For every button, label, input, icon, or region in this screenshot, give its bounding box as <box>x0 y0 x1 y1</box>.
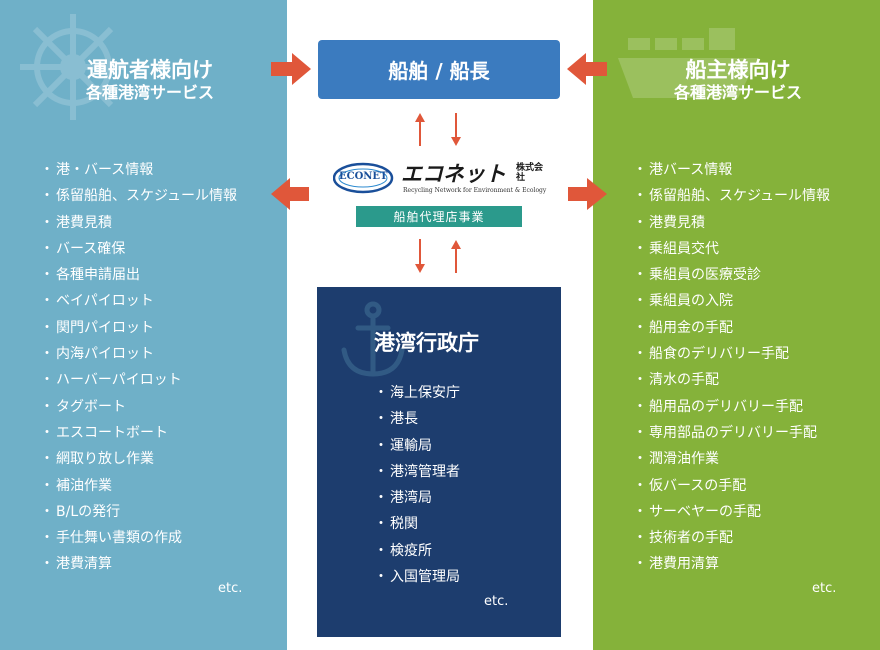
list-item: タグボート <box>40 394 237 420</box>
list-item: 船用金の手配 <box>633 315 830 341</box>
list-item: 内海パイロット <box>40 341 237 367</box>
list-item: 運輸局 <box>374 433 460 459</box>
list-item: 技術者の手配 <box>633 525 830 551</box>
arrow-left-to-ship-icon <box>567 53 607 85</box>
logo-badge-text: ECONET <box>339 171 388 182</box>
left-etc: etc. <box>218 581 243 596</box>
list-item: 手仕舞い書類の作成 <box>40 525 237 551</box>
list-item: 清水の手配 <box>633 367 830 393</box>
right-service-list: 港バース情報 係留船舶、スケジュール情報 港費見積 乗組員交代 乗組員の医療受診… <box>633 157 830 578</box>
list-item: 網取り放し作業 <box>40 446 237 472</box>
list-item: バース確保 <box>40 236 237 262</box>
list-item: 港湾局 <box>374 485 460 511</box>
list-item: 専用部品のデリバリー手配 <box>633 420 830 446</box>
logo-company-name: エコネット <box>401 162 506 186</box>
ship-captain-box: 船舶 / 船長 <box>318 40 560 99</box>
list-item: B/Lの発行 <box>40 499 237 525</box>
ship-wheel-icon <box>20 14 126 120</box>
right-title-line2: 各種港湾サービス <box>673 83 802 103</box>
left-title-line1: 運航者様向け <box>87 58 213 82</box>
right-panel-title: 船主様向け 各種港湾サービス <box>623 58 853 103</box>
list-item: 乗組員の入院 <box>633 288 830 314</box>
list-item: 検疫所 <box>374 538 460 564</box>
right-title-line1: 船主様向け <box>685 58 791 82</box>
econet-logo-graphic <box>332 162 394 194</box>
list-item: 係留船舶、スケジュール情報 <box>633 183 830 209</box>
arrow-left-from-econet-icon <box>271 178 309 210</box>
list-item: 各種申請届出 <box>40 262 237 288</box>
list-item: 港費見積 <box>633 210 830 236</box>
list-item: 入国管理局 <box>374 564 460 590</box>
port-authority-list: 海上保安庁 港長 運輸局 港湾管理者 港湾局 税関 検疫所 入国管理局 <box>374 380 460 590</box>
list-item: 港費見積 <box>40 210 237 236</box>
list-item: 係留船舶、スケジュール情報 <box>40 183 237 209</box>
list-item: ベイパイロット <box>40 288 237 314</box>
list-item: 税関 <box>374 511 460 537</box>
anchor-icon <box>341 301 405 377</box>
left-title-line2: 各種港湾サービス <box>85 83 214 103</box>
list-item: サーベヤーの手配 <box>633 499 830 525</box>
list-item: 港費清算 <box>40 551 237 577</box>
list-item: 港長 <box>374 406 460 432</box>
list-item: 海上保安庁 <box>374 380 460 406</box>
list-item: 船用品のデリバリー手配 <box>633 394 830 420</box>
ship-icon <box>618 28 758 98</box>
list-item: 港湾管理者 <box>374 459 460 485</box>
port-etc: etc. <box>484 594 509 609</box>
list-item: エスコートボート <box>40 420 237 446</box>
list-item: 港バース情報 <box>633 157 830 183</box>
list-item: 仮バースの手配 <box>633 473 830 499</box>
econet-logo: ECONET エコネット 株式会社 Recycling Network for … <box>332 160 548 200</box>
logo-tagline: Recycling Network for Environment & Ecol… <box>403 187 547 194</box>
list-item: 潤滑油作業 <box>633 446 830 472</box>
left-service-list: 港・バース情報 係留船舶、スケジュール情報 港費見積 バース確保 各種申請届出 … <box>40 157 237 578</box>
logo-company-suffix: 株式会社 <box>516 163 544 183</box>
list-item: 乗組員交代 <box>633 236 830 262</box>
list-item: 乗組員の医療受診 <box>633 262 830 288</box>
list-item: 港・バース情報 <box>40 157 237 183</box>
arrow-right-from-econet-icon <box>568 178 607 210</box>
list-item: 補油作業 <box>40 473 237 499</box>
list-item: 港費用清算 <box>633 551 830 577</box>
list-item: 船食のデリバリー手配 <box>633 341 830 367</box>
list-item: 関門パイロット <box>40 315 237 341</box>
left-panel-operators: 運航者様向け 各種港湾サービス 港・バース情報 係留船舶、スケジュール情報 港費… <box>0 0 287 650</box>
port-authority-title: 港湾行政庁 <box>374 331 479 355</box>
ship-agency-business-label: 船舶代理店事業 <box>356 206 522 227</box>
right-etc: etc. <box>812 581 837 596</box>
left-panel-title: 運航者様向け 各種港湾サービス <box>45 58 255 103</box>
list-item: ハーバーパイロット <box>40 367 237 393</box>
arrow-right-to-ship-icon <box>271 53 311 85</box>
right-panel-owners: 船主様向け 各種港湾サービス 港バース情報 係留船舶、スケジュール情報 港費見積… <box>593 0 880 650</box>
